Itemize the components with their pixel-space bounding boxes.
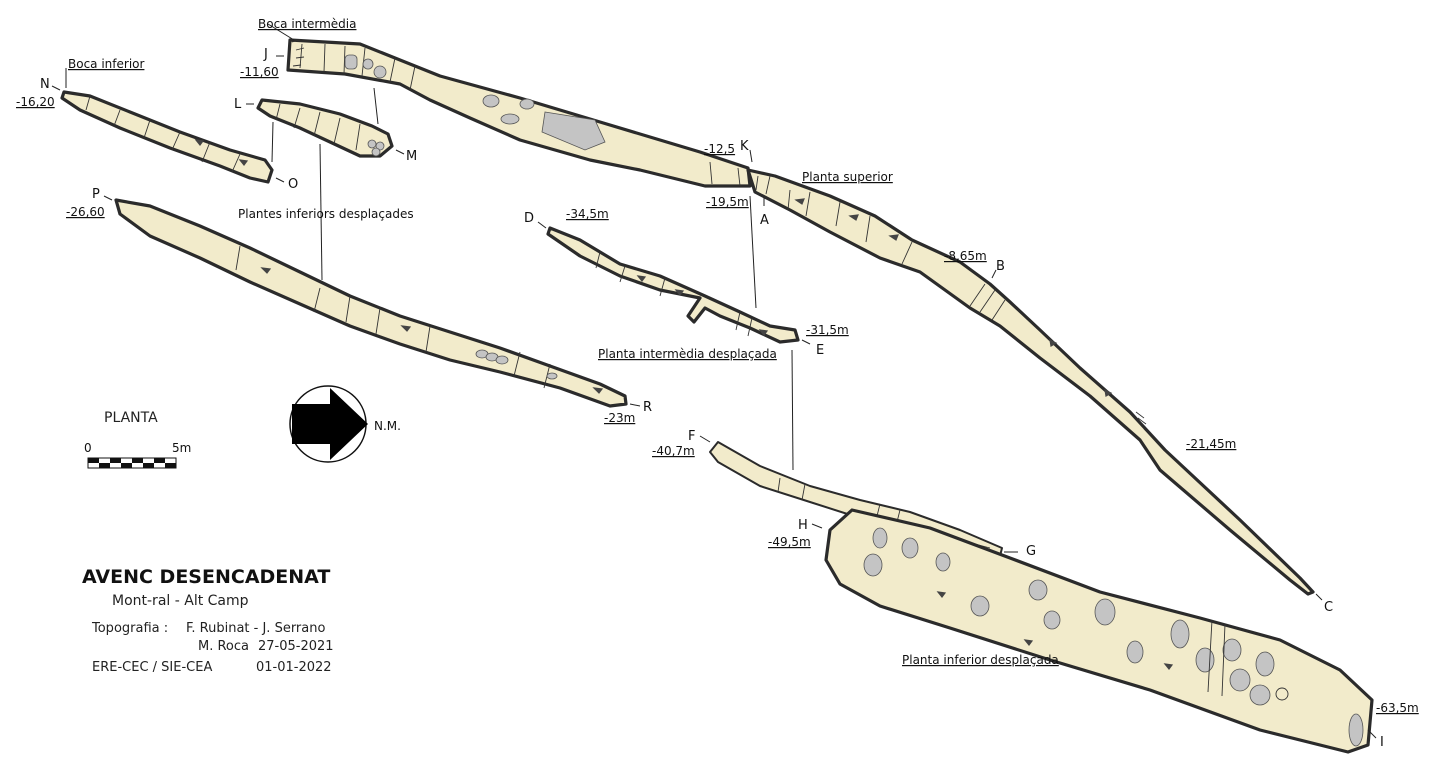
- section-labels: Boca intermèdia Boca inferior Planta sup…: [68, 17, 1059, 667]
- point-n: N: [40, 77, 50, 92]
- depth-n: -16,20: [16, 95, 55, 109]
- point-c: C: [1324, 600, 1333, 615]
- point-p: P: [92, 187, 100, 202]
- point-r: R: [643, 400, 652, 415]
- point-i: I: [1380, 735, 1384, 750]
- scale-end: 5m: [172, 441, 191, 455]
- topo-label: Topografia :: [91, 621, 168, 636]
- point-l: L: [234, 97, 242, 112]
- point-f: F: [688, 429, 695, 444]
- topo-date1: 27-05-2021: [258, 639, 334, 654]
- point-k: K: [740, 139, 749, 154]
- org-label: ERE-CEC / SIE-CEA: [92, 660, 212, 675]
- point-g: G: [1026, 544, 1036, 559]
- depth-labels: -11,60 -16,20 -26,60 -12,5 -19,5m -34,5m…: [16, 65, 1419, 715]
- depth-r: -23m: [604, 411, 635, 425]
- passage-n-o: [60, 90, 274, 184]
- north-arrow: N.M.: [289, 385, 401, 463]
- depth-i: -63,5m: [1376, 701, 1419, 715]
- topo-author3: M. Roca: [198, 639, 249, 654]
- leader-lines: [65, 23, 794, 471]
- label-planta-superior: Planta superior: [802, 170, 893, 184]
- passage-d-e: [546, 226, 800, 344]
- point-h: H: [798, 518, 808, 533]
- label-plantes-inferiors: Plantes inferiors desplaçades: [238, 207, 414, 221]
- passage-p-r: [114, 198, 628, 408]
- point-o: O: [288, 177, 298, 192]
- planta-label: PLANTA: [104, 410, 158, 426]
- scale-start: 0: [84, 441, 92, 455]
- depth-p: -26,60: [66, 205, 105, 219]
- upper-passage-j-k: [286, 38, 752, 188]
- depth-j: -11,60: [240, 65, 279, 79]
- north-label: N.M.: [374, 419, 401, 433]
- subtitle: Mont-ral - Alt Camp: [112, 593, 249, 609]
- point-d: D: [524, 211, 534, 226]
- depth-f: -40,7m: [652, 444, 695, 458]
- point-letters: J L M O N P K A D B E R F C H G I: [40, 47, 1384, 750]
- title-block: AVENC DESENCADENAT Mont-ral - Alt Camp T…: [82, 566, 334, 675]
- title: AVENC DESENCADENAT: [82, 566, 330, 588]
- point-e: E: [816, 343, 824, 358]
- depth-h: -49,5m: [768, 535, 811, 549]
- topo-authors: F. Rubinat - J. Serrano: [186, 621, 325, 636]
- lower-chamber-h-i: [824, 508, 1374, 754]
- depth-b: -8,65m: [944, 249, 987, 263]
- org-date2: 01-01-2022: [256, 660, 332, 675]
- label-planta-inferior: Planta inferior desplaçada: [902, 653, 1059, 667]
- point-markers: [51, 55, 1377, 739]
- scale-bar: 0 5m: [84, 441, 191, 469]
- depth-a: -19,5m: [706, 195, 749, 209]
- depth-c: -21,45m: [1186, 437, 1236, 451]
- point-b: B: [996, 259, 1005, 274]
- depth-e: -31,5m: [806, 323, 849, 337]
- point-m: M: [406, 149, 417, 164]
- upper-passage-a-c: [746, 168, 1315, 596]
- point-a: A: [760, 213, 769, 228]
- label-boca-inferior: Boca inferior: [68, 57, 144, 71]
- label-boca-intermedia: Boca intermèdia: [258, 17, 356, 31]
- point-j: J: [263, 47, 268, 62]
- label-planta-intermedia: Planta intermèdia desplaçada: [598, 347, 777, 361]
- depth-d: -34,5m: [566, 207, 609, 221]
- passage-l-m: [256, 98, 394, 158]
- depth-k: -12,5: [704, 142, 735, 156]
